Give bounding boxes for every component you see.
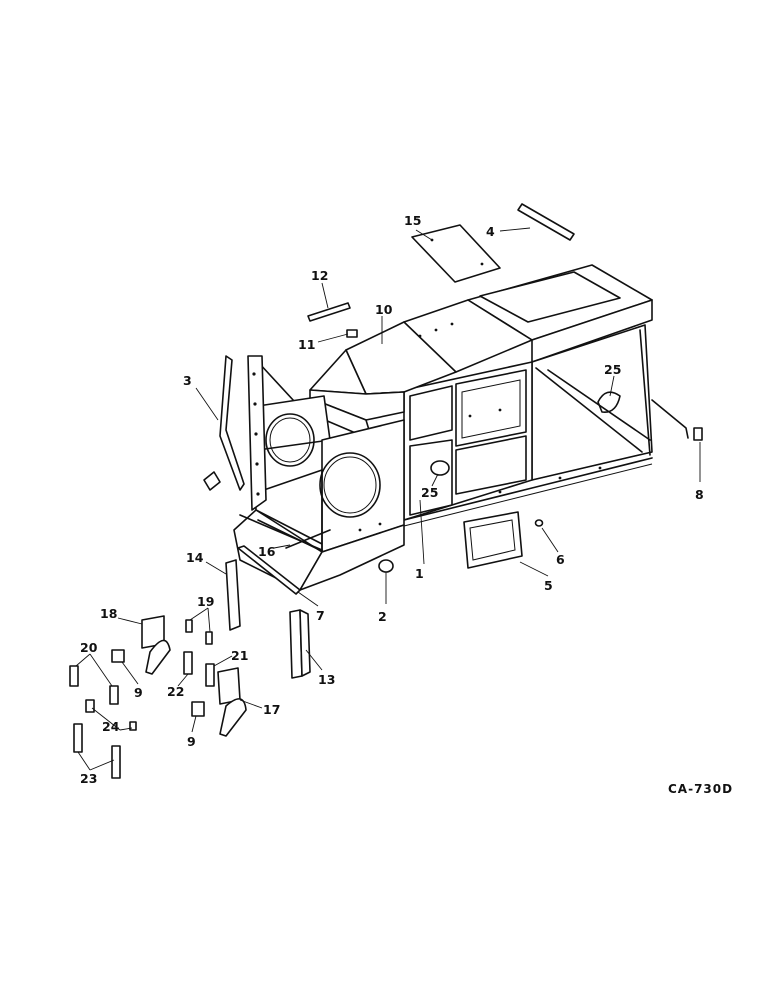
- callout-2: 2: [378, 609, 387, 624]
- callout-labels: 15 4 12 10 11 3 25 25 8 1 6 5 2 7 16 14 …: [80, 213, 733, 796]
- callout-9-top: 9: [134, 685, 143, 700]
- callout-21: 21: [231, 648, 248, 663]
- callout-24: 24: [102, 719, 120, 734]
- callout-22: 22: [167, 684, 184, 699]
- part-4-rod: [517, 203, 575, 241]
- callout-6: 6: [556, 552, 565, 567]
- callout-10: 10: [375, 302, 393, 317]
- part-6-clip: [534, 519, 544, 527]
- callout-9-bottom: 9: [187, 734, 196, 749]
- part-3-brace: [203, 355, 245, 491]
- part-2-knob: [378, 559, 394, 573]
- callout-15: 15: [404, 213, 421, 228]
- part-11-plate: [346, 329, 358, 338]
- figure-code: CA-730D: [668, 782, 733, 796]
- part-7-rail: [237, 545, 301, 595]
- part-14-plate: [225, 559, 241, 631]
- part-9-block-top: [111, 649, 125, 663]
- part-16-arm: [285, 529, 331, 549]
- callout-8: 8: [695, 487, 704, 502]
- part-12-strip: [307, 302, 351, 322]
- part-21-plate: [205, 663, 215, 687]
- part-24-clip: [129, 721, 137, 731]
- part-22-plate: [183, 651, 193, 675]
- part-9-block-bottom: [191, 701, 205, 717]
- part-8-bracket: [651, 399, 703, 441]
- callout-1: 1: [415, 566, 424, 581]
- callout-25-right: 25: [604, 362, 621, 377]
- callout-12: 12: [311, 268, 328, 283]
- callout-23: 23: [80, 771, 97, 786]
- main-frame-assembly: [233, 264, 653, 591]
- callout-14: 14: [186, 550, 204, 565]
- callout-7: 7: [316, 608, 325, 623]
- callout-11: 11: [298, 337, 315, 352]
- callout-3: 3: [183, 373, 192, 388]
- callout-18: 18: [100, 606, 117, 621]
- callout-20: 20: [80, 640, 98, 655]
- part-20-plates: [69, 665, 119, 713]
- part-17-hinge: [217, 667, 247, 737]
- leader-lines: [75, 227, 701, 771]
- part-13-bracket: [289, 609, 311, 679]
- part-5-window-frame: [463, 511, 523, 569]
- callout-16: 16: [258, 544, 276, 559]
- callout-17: 17: [263, 702, 280, 717]
- callout-5: 5: [544, 578, 553, 593]
- callout-13: 13: [318, 672, 335, 687]
- callout-4: 4: [486, 224, 495, 239]
- callout-25-front: 25: [421, 485, 438, 500]
- part-19-clips: [185, 619, 213, 645]
- part-18-hinge: [141, 615, 171, 675]
- part-25-handle-right: [597, 391, 621, 413]
- callout-19: 19: [197, 594, 214, 609]
